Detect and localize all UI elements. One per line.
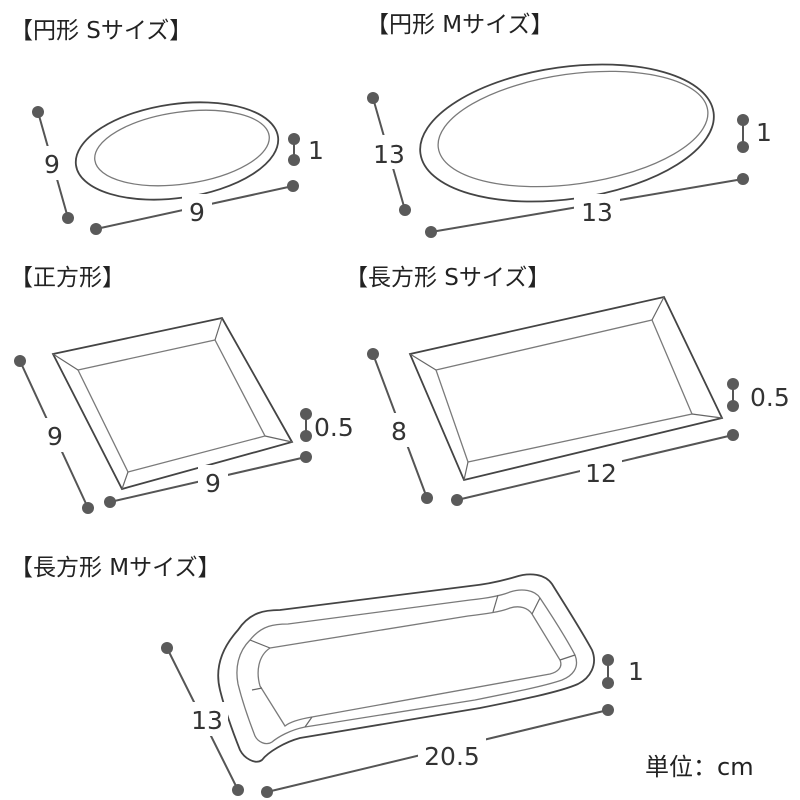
rect-s-width-dimension: 12 (451, 429, 739, 506)
rect-s-height-label: 0.5 (750, 383, 790, 412)
rect-m-tray (217, 573, 595, 763)
rect-s-tray (408, 295, 724, 482)
square-depth-dimension: 9 (14, 355, 94, 514)
round-m-depth-dimension: 13 (367, 92, 411, 216)
rect-s-title: 【長方形 Sサイズ】 (345, 265, 550, 291)
rect-m-depth-dimension: 13 (161, 642, 244, 796)
round-m-width-dimension: 13 (425, 173, 749, 238)
round-s-depth-label: 9 (44, 150, 60, 179)
rect-s-height-dimension: 0.5 (727, 378, 790, 412)
round-s-title: 【円形 Sサイズ】 (10, 18, 192, 44)
square-width-label: 9 (205, 469, 221, 498)
rect-m-height-dimension: 1 (602, 654, 644, 689)
round-s-group: 【円形 Sサイズ】 9 9 1 (10, 18, 324, 235)
round-s-width-dimension: 9 (90, 180, 299, 235)
rect-s-depth-label: 8 (391, 417, 407, 446)
round-m-title: 【円形 Mサイズ】 (366, 12, 553, 38)
round-m-width-label: 13 (581, 198, 613, 227)
square-tray (51, 316, 294, 491)
round-m-tray (419, 63, 715, 203)
rect-m-group: 【長方形 Mサイズ】 13 20.5 (10, 555, 644, 798)
unit-label: 単位：cm (645, 753, 754, 781)
square-height-label: 0.5 (314, 413, 354, 442)
square-title: 【正方形】 (10, 265, 125, 291)
square-height-dimension: 0.5 (300, 408, 354, 442)
rect-m-width-dimension: 20.5 (261, 704, 614, 798)
rect-s-width-label: 12 (585, 459, 617, 488)
round-s-height-label: 1 (308, 136, 324, 165)
round-s-depth-dimension: 9 (32, 106, 74, 224)
rect-m-title: 【長方形 Mサイズ】 (10, 555, 220, 581)
rect-s-group: 【長方形 Sサイズ】 8 12 0.5 (345, 265, 790, 506)
round-s-width-label: 9 (189, 198, 205, 227)
round-m-depth-label: 13 (373, 140, 405, 169)
square-group: 【正方形】 9 9 0.5 (10, 265, 354, 514)
round-s-tray (74, 101, 280, 201)
round-m-height-dimension: 1 (737, 114, 772, 153)
rect-m-width-label: 20.5 (424, 742, 480, 771)
rect-m-height-label: 1 (628, 657, 644, 686)
round-m-height-label: 1 (756, 118, 772, 147)
square-depth-label: 9 (47, 422, 63, 451)
square-width-dimension: 9 (104, 451, 312, 508)
rect-m-depth-label: 13 (191, 706, 223, 735)
round-m-group: 【円形 Mサイズ】 13 13 1 (366, 12, 772, 238)
round-s-height-dimension: 1 (288, 133, 324, 166)
rect-s-depth-dimension: 8 (367, 348, 433, 504)
